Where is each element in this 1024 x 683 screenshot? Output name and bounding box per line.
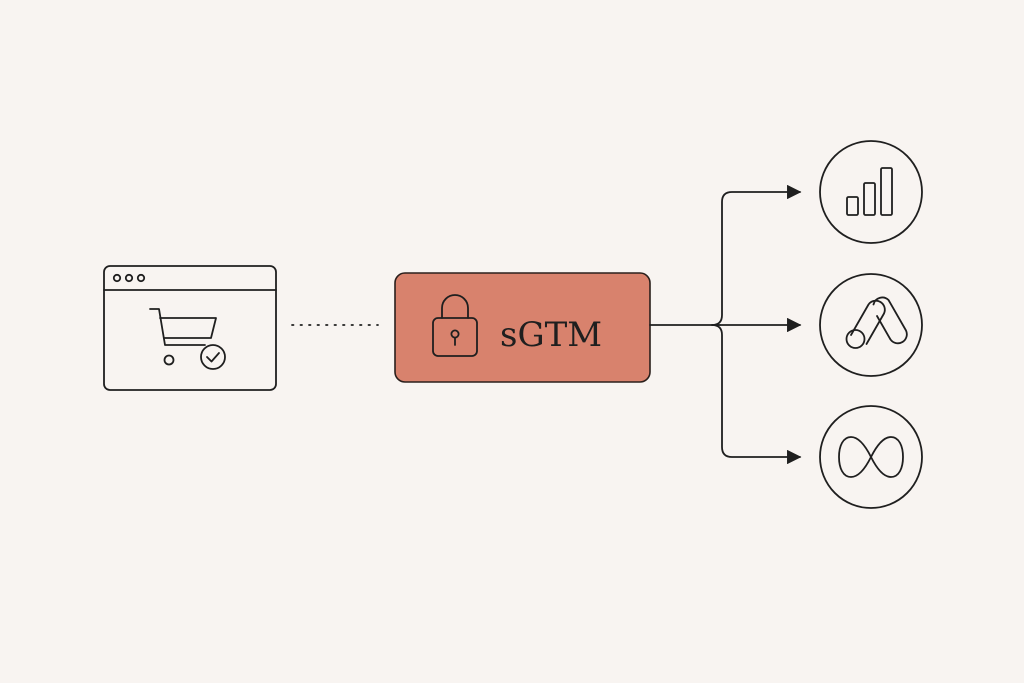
- branch-connectors: [649, 184, 802, 465]
- bar-chart-icon: [846, 167, 893, 216]
- browser-frame: [103, 265, 277, 391]
- lock-icon: [432, 294, 478, 357]
- sgtm-box: [394, 272, 651, 383]
- google-ads-icon: [845, 296, 908, 349]
- arrow-to-meta: [711, 324, 802, 465]
- sgtm-label: sGTM: [500, 315, 602, 355]
- destination-google-ads: [819, 273, 923, 377]
- shopping-cart-icon: [149, 308, 217, 366]
- destination-circle: [819, 405, 923, 509]
- check-circle-icon: [200, 344, 226, 370]
- browser-window-dots-icon: [112, 273, 146, 283]
- destination-meta: [819, 405, 923, 509]
- destination-analytics: [819, 140, 923, 244]
- sgtm-node: sGTM: [394, 272, 651, 383]
- meta-infinity-icon: [838, 436, 904, 478]
- browser-window-node: [103, 265, 277, 391]
- arrow-to-analytics: [711, 184, 802, 326]
- destination-circle: [819, 273, 923, 377]
- destination-circle: [819, 140, 923, 244]
